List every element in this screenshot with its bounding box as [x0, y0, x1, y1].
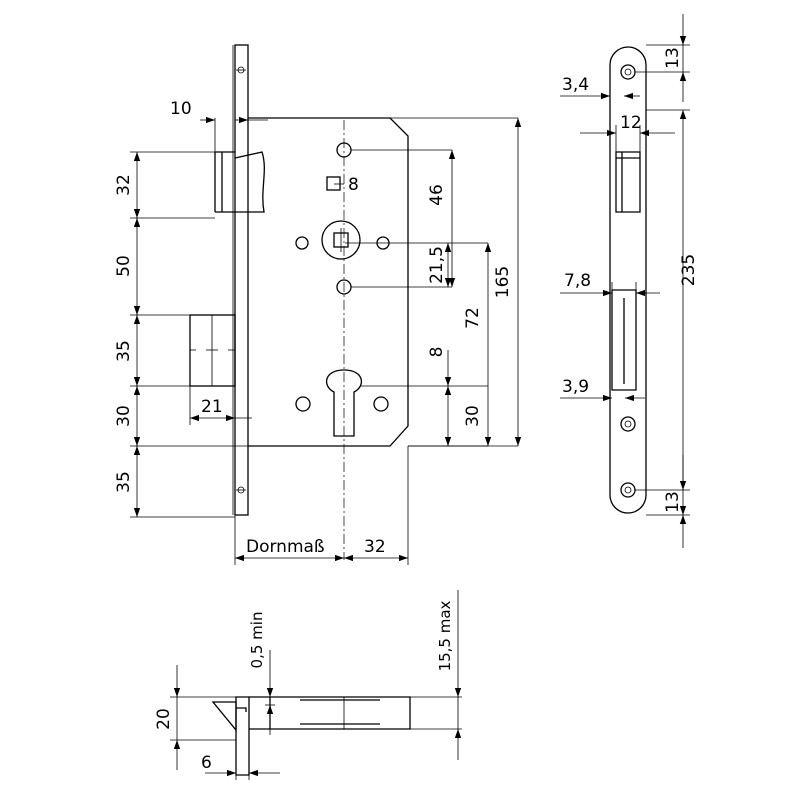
dead-bolt: [189, 314, 236, 387]
dim-7-8: 7,8: [564, 271, 591, 291]
bolt-opening: [611, 289, 637, 391]
dim-32-bottom: 32: [364, 537, 386, 557]
dim-72: 72: [463, 307, 483, 329]
dim-10: 10: [170, 99, 192, 119]
bottom-profile: [235, 696, 250, 776]
dim-3-9: 3,9: [562, 377, 589, 397]
dim-6: 6: [201, 753, 212, 773]
dim-235: 235: [679, 254, 699, 286]
dim-8: 8: [427, 347, 447, 358]
dim-dornmass: Dornmaß: [246, 537, 325, 557]
faceplate-outline: [609, 46, 647, 514]
dim-165: 165: [493, 266, 513, 298]
bottom-view: 0,5 min 15,5 max 20 6: [154, 590, 462, 780]
dim-20: 20: [154, 708, 174, 730]
dim-35-upper: 35: [114, 340, 134, 362]
dim-8-square: 8: [348, 175, 359, 195]
dim-0-5-min: 0,5 min: [248, 612, 266, 669]
latch-bolt: [214, 151, 265, 213]
dim-3-4: 3,4: [562, 75, 589, 95]
dim-15-5-max: 15,5 max: [436, 600, 454, 671]
side-screw-middle: [620, 416, 636, 432]
dim-50: 50: [114, 255, 134, 277]
side-screw-top: [620, 64, 636, 80]
side-screw-bottom: [620, 482, 636, 498]
dim-46: 46: [427, 184, 447, 206]
dim-13-bottom: 13: [663, 491, 683, 513]
dim-13-top: 13: [663, 47, 683, 69]
side-view: 13 3,4 12 235 7,8 3,9 13: [560, 14, 699, 548]
faceplate: [232, 44, 249, 516]
cylinder-profile: [295, 369, 389, 437]
dim-32: 32: [114, 174, 134, 196]
dim-21-5: 21,5: [427, 246, 447, 284]
latch-opening: [615, 151, 641, 213]
front-view: 10 32 50 35 30 35 21 8 46 21,5 72 165 8 …: [114, 44, 522, 565]
dim-30: 30: [114, 405, 134, 427]
dim-30-right: 30: [463, 405, 483, 427]
square-spindle-icon: [326, 176, 341, 191]
dim-35-lower: 35: [114, 471, 134, 493]
spindle-hub: [295, 220, 390, 260]
lock-case: [248, 117, 409, 447]
dim-21: 21: [201, 397, 223, 417]
dim-12: 12: [620, 113, 642, 133]
latch-tip: [211, 701, 247, 732]
